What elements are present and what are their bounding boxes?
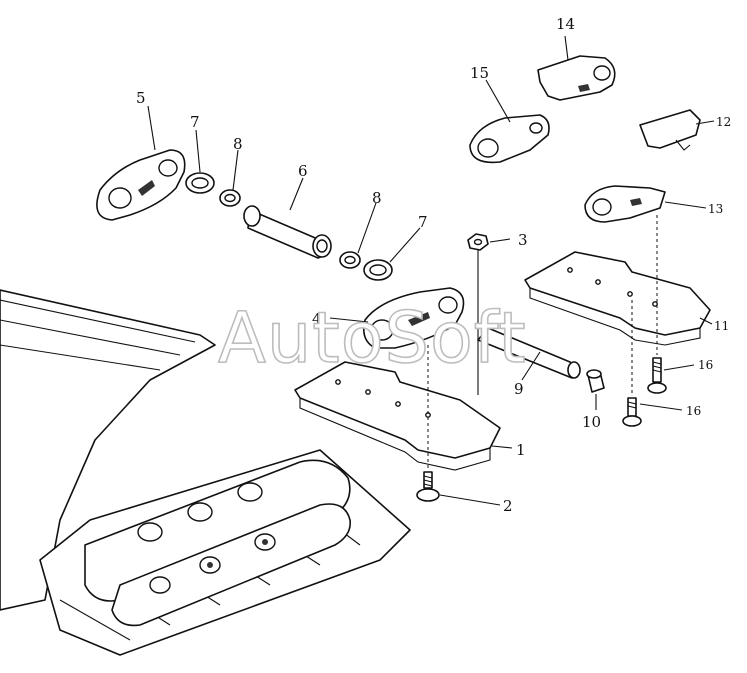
callout-5: 5 [136, 89, 146, 107]
part-16-bolt-lower [622, 397, 642, 427]
part-8-spacer-upper [219, 189, 241, 207]
part-6-bushing [243, 205, 332, 259]
callout-16-upper: 16 [698, 358, 713, 372]
callout-12: 12 [716, 115, 731, 129]
part-3-nut [467, 233, 489, 251]
part-10-collar [586, 369, 605, 393]
assembly-axes [427, 215, 658, 470]
callout-10: 10 [582, 413, 601, 431]
part-7-seal-lower [363, 259, 393, 281]
part-9-pin [477, 327, 581, 379]
callout-15: 15 [470, 64, 489, 82]
part-12-half-link-cap [639, 109, 701, 151]
part-7-seal-upper [185, 172, 215, 194]
callout-14: 14 [556, 15, 575, 33]
callout-7-upper: 7 [190, 113, 200, 131]
callout-8-upper: 8 [233, 135, 243, 153]
callout-9: 9 [514, 380, 524, 398]
part-14-half-link [537, 55, 616, 101]
callout-8-lower: 8 [372, 189, 382, 207]
callout-1: 1 [516, 441, 526, 459]
callout-3: 3 [518, 231, 528, 249]
callout-2: 2 [503, 497, 513, 515]
watermark: AutoSoft [218, 297, 527, 379]
part-4-link [362, 287, 465, 349]
part-8-spacer-lower [339, 251, 361, 269]
part-13-half-link [584, 185, 666, 223]
part-16-bolt-upper [647, 357, 667, 394]
part-2-bolt [416, 471, 440, 502]
leader-lines [147, 35, 715, 506]
track-assembly [0, 289, 411, 656]
part-5-link [96, 149, 186, 221]
part-1-shoe [294, 361, 501, 471]
callout-4: 4 [312, 310, 322, 328]
callout-7-lower: 7 [418, 213, 428, 231]
callout-6: 6 [298, 162, 308, 180]
callout-11: 11 [714, 319, 729, 333]
part-11-shoe [524, 251, 711, 346]
callout-16-lower: 16 [686, 404, 701, 418]
callout-13: 13 [708, 202, 723, 216]
part-15-half-link [469, 114, 550, 164]
callout-labels: 5 7 8 6 8 7 3 4 9 10 1 2 14 15 12 13 11 … [136, 15, 731, 515]
